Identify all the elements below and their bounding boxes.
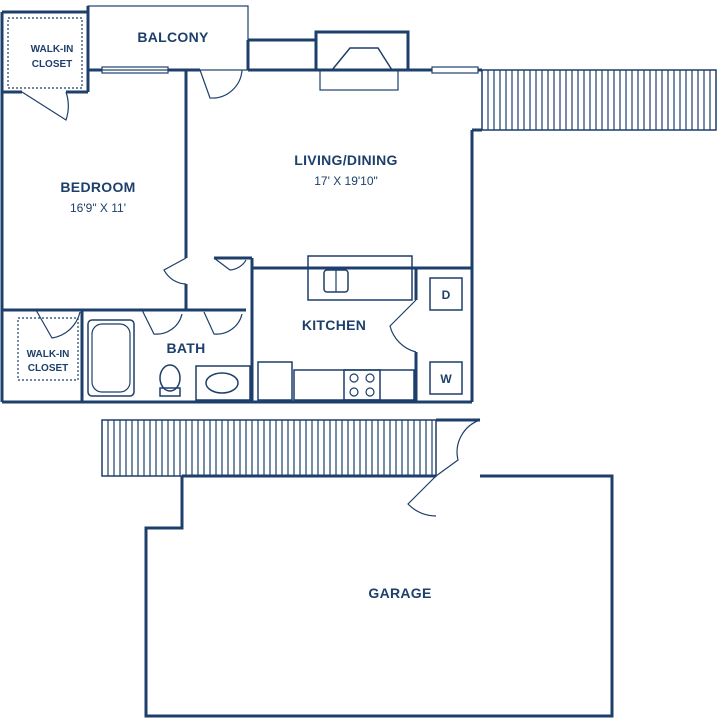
bath-label: BATH	[166, 340, 205, 356]
bath-door-swing	[141, 309, 183, 335]
bedroom-walls	[2, 70, 246, 312]
living-label: LIVING/DINING	[294, 152, 397, 168]
dryer-label: D	[442, 288, 451, 302]
bath-area	[80, 256, 254, 402]
living-top-wall	[88, 30, 482, 99]
stair-door-swing	[435, 419, 481, 477]
refrigerator	[257, 361, 293, 401]
closet-door-swing-bottom	[35, 309, 81, 339]
balcony-label: BALCONY	[137, 29, 209, 45]
garage-label: GARAGE	[368, 585, 431, 601]
fireplace-firebox	[331, 47, 393, 71]
range	[343, 369, 381, 401]
fireplace	[314, 30, 410, 72]
kitchen-island	[307, 255, 413, 301]
washer-label: W	[440, 372, 452, 386]
bathtub	[87, 319, 135, 397]
living-dims: 17' X 19'10"	[314, 174, 378, 188]
hall-door-swing	[213, 257, 247, 271]
linen-door-swing	[203, 311, 243, 335]
bedroom-door-swing	[163, 257, 187, 285]
fireplace-hearth	[319, 69, 399, 91]
walkin-bottom-label-2: CLOSET	[28, 363, 69, 374]
bedroom-label: BEDROOM	[60, 179, 135, 195]
kitchen-area	[252, 255, 472, 402]
dryer	[429, 277, 463, 311]
laundry-door-swing	[389, 299, 417, 353]
bedroom-dims: 16'9" X 11'	[70, 201, 126, 215]
vanity	[195, 365, 251, 401]
walkin-top-label-2: CLOSET	[32, 59, 73, 70]
kitchen-label: KITCHEN	[302, 317, 366, 333]
walkin-closet-bottom	[17, 309, 81, 381]
closet-door-swing	[21, 91, 69, 121]
stairs-upper	[481, 69, 717, 131]
exterior-walls	[0, 10, 482, 404]
walkin-bottom-label-1: WALK-IN	[27, 349, 70, 360]
balcony-door-swing	[199, 69, 243, 99]
garage-door-swing	[407, 475, 437, 517]
window	[431, 66, 479, 74]
garage-area	[144, 474, 614, 718]
walkin-top-label-1: WALK-IN	[31, 44, 74, 55]
walkin-closet-top	[2, 17, 90, 121]
washer	[429, 361, 463, 395]
toilet	[159, 364, 181, 392]
stairs-lower	[101, 418, 481, 477]
sink	[205, 372, 239, 394]
